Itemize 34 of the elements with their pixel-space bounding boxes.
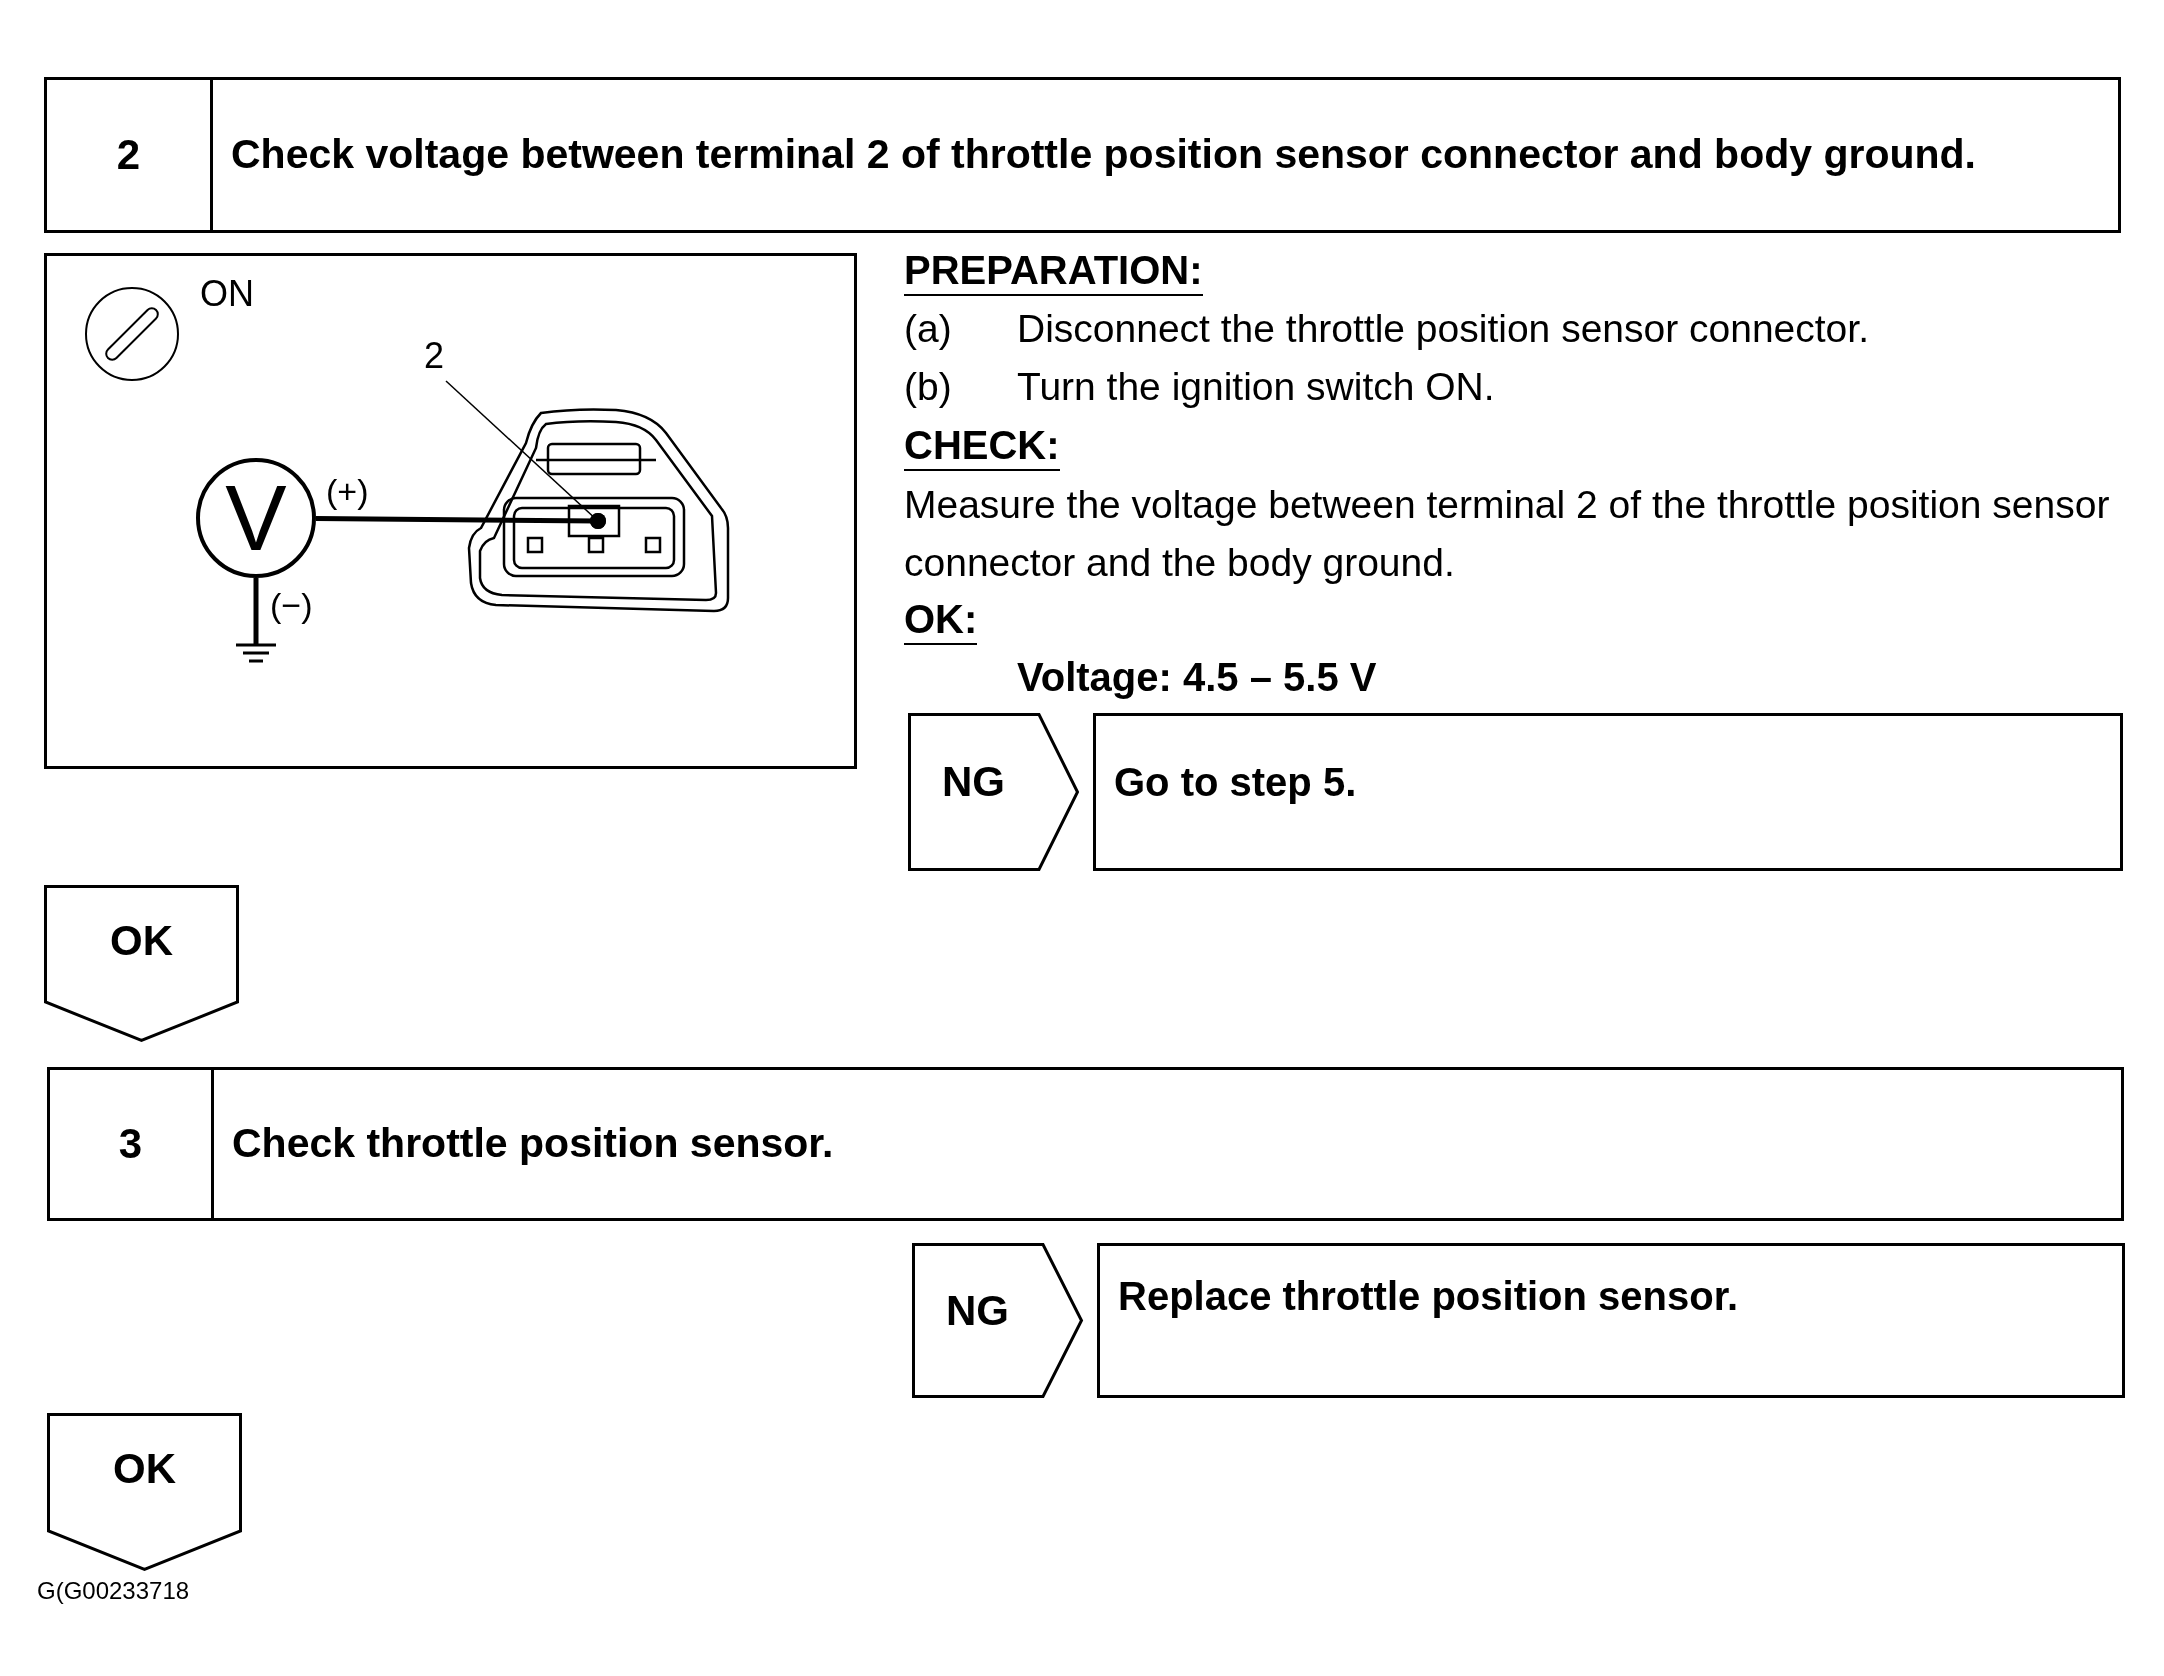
ok-label: OK bbox=[110, 917, 173, 965]
result-box bbox=[1097, 1243, 2125, 1398]
test-lead-wire bbox=[316, 513, 606, 529]
step-title: Check voltage between terminal 2 of throttle position sensor connector and body ground. bbox=[231, 131, 1976, 179]
ok-arrow-tab bbox=[47, 1413, 242, 1571]
section-heading: PREPARATION: bbox=[904, 246, 1203, 296]
result-text: Go to step 5. bbox=[1114, 759, 1357, 805]
voltmeter-letter: V bbox=[225, 472, 287, 564]
ng-arrow-tab bbox=[908, 713, 1079, 871]
illustration-panel bbox=[44, 253, 857, 769]
ng-label: NG bbox=[946, 1286, 1009, 1335]
step-number: 3 bbox=[118, 1120, 143, 1168]
result-text: Replace throttle position sensor. bbox=[1118, 1274, 1739, 1319]
callout-number: 2 bbox=[424, 335, 445, 376]
figure-id: G(G00233718 bbox=[37, 1577, 190, 1606]
switch-state-label: ON bbox=[200, 272, 254, 316]
polarity-label: (−) bbox=[270, 586, 313, 625]
step-box bbox=[47, 1067, 2124, 1221]
section-heading: OK: bbox=[904, 595, 978, 645]
section-heading: CHECK: bbox=[904, 421, 1060, 471]
ok-label: OK bbox=[113, 1445, 176, 1493]
specification-text: Voltage: 4.5 – 5.5 V bbox=[1017, 654, 1377, 701]
ng-label: NG bbox=[942, 758, 1005, 806]
step-letter: (b) bbox=[904, 364, 952, 410]
result-box bbox=[1093, 713, 2123, 871]
step-title: Check throttle position sensor. bbox=[232, 1120, 834, 1168]
instruction-text: Measure the voltage between terminal 2 of the throttle position sensor connector and the body ground. bbox=[904, 482, 2111, 586]
step-number: 2 bbox=[116, 131, 141, 179]
ok-arrow-tab bbox=[44, 885, 239, 1042]
ng-arrow-tab bbox=[912, 1243, 1083, 1398]
step-letter: (a) bbox=[904, 306, 952, 352]
instruction-text: Turn the ignition switch ON. bbox=[1017, 364, 1495, 410]
instruction-text: Disconnect the throttle position sensor connector. bbox=[1017, 306, 1869, 352]
step-box bbox=[44, 77, 2121, 233]
